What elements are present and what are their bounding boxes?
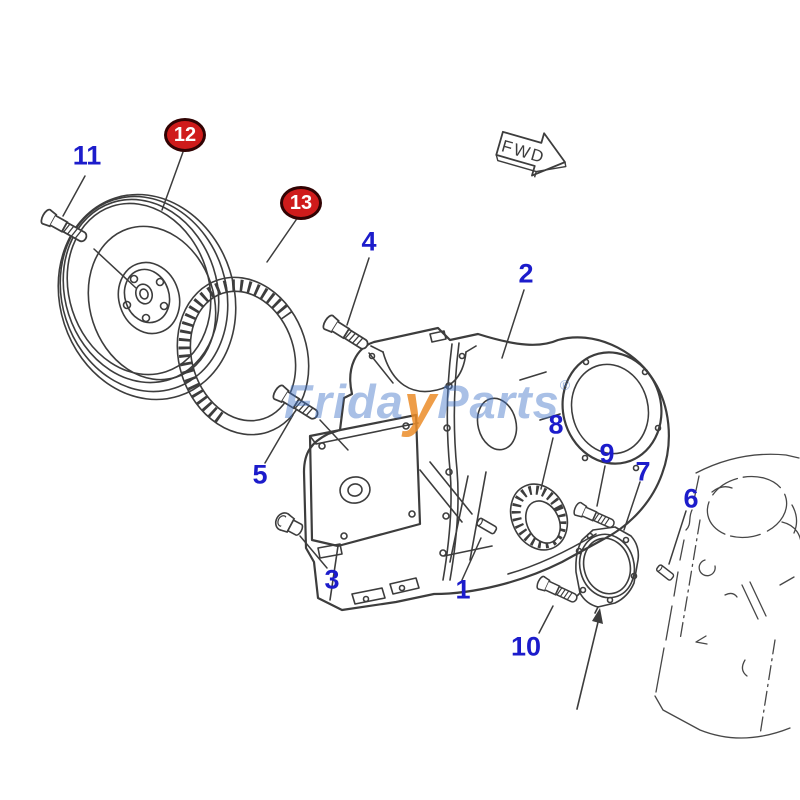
engine-block-drawing (654, 453, 800, 739)
callout-8: 8 (548, 409, 564, 440)
plug-3-drawing (274, 512, 304, 536)
bolt-5-drawing (270, 382, 322, 424)
callout-1: 1 (455, 574, 471, 605)
callout-11: 11 (72, 140, 102, 171)
ring-gear-drawing (176, 276, 310, 436)
leader-lines (62, 151, 687, 634)
bolt-4-drawing (320, 312, 372, 354)
pin-1-drawing (475, 516, 499, 536)
callout-3: 3 (324, 564, 340, 595)
retainer-plate-drawing (574, 526, 640, 614)
callout-7: 7 (635, 456, 651, 487)
fwd-arrow: FWD (495, 130, 567, 178)
callout-12-badge: 12 (164, 118, 206, 152)
flywheel-drawing (57, 193, 237, 401)
assembly-arrow (576, 608, 603, 710)
bolt-10-drawing (534, 574, 581, 607)
callout-2: 2 (518, 258, 534, 289)
callout-5: 5 (252, 459, 268, 490)
flywheel-housing-drawing (302, 326, 670, 612)
callout-6: 6 (683, 483, 699, 514)
callout-10: 10 (510, 631, 542, 662)
bolt-9-drawing (571, 500, 618, 532)
pin-6-drawing (655, 563, 676, 582)
seal-drawing (509, 483, 569, 551)
callout-9: 9 (599, 438, 615, 469)
callout-4: 4 (361, 226, 377, 257)
callout-13-badge: 13 (280, 186, 322, 220)
